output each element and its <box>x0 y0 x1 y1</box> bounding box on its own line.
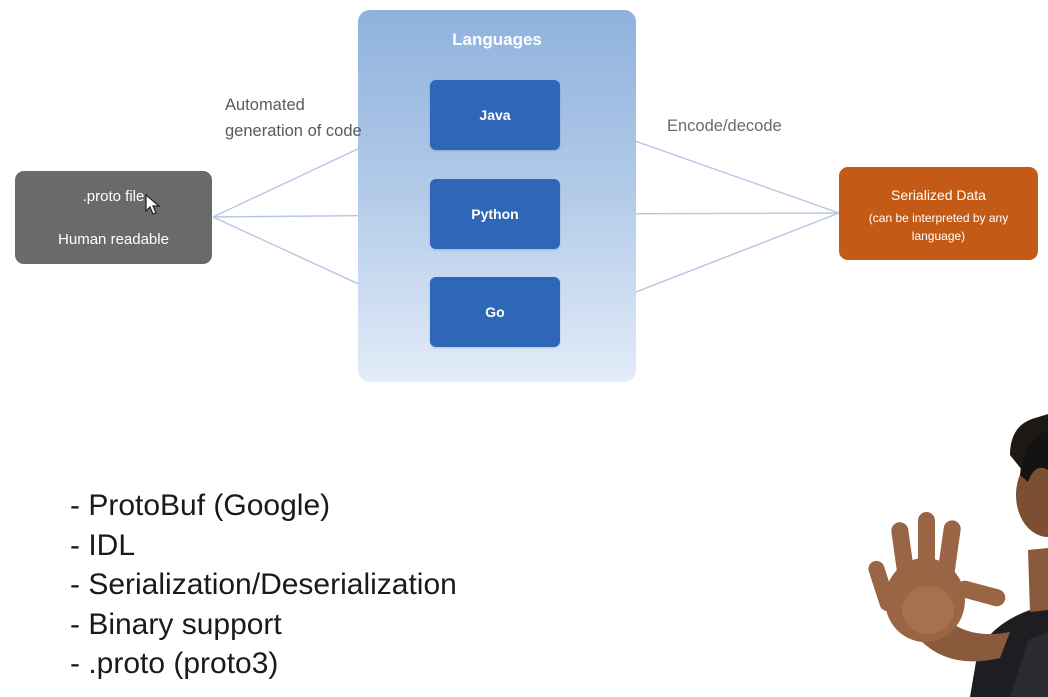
language-box-python: Python <box>430 179 560 249</box>
bullet-list: - ProtoBuf (Google) - IDL - Serializatio… <box>70 486 457 684</box>
language-box-go: Go <box>430 277 560 347</box>
mouse-cursor-icon <box>145 193 161 215</box>
proto-file-box: .proto file Human readable <box>15 171 212 264</box>
presenter-image <box>868 414 1048 697</box>
bullet-item: - ProtoBuf (Google) <box>70 489 331 522</box>
bullet-item: - .proto (proto3) <box>70 647 279 680</box>
proto-file-label: .proto file <box>82 188 145 205</box>
bullet-item: - Serialization/Deserialization <box>70 568 457 601</box>
serialized-data-box: Serialized Data (can be interpreted by a… <box>839 167 1038 260</box>
languages-title: Languages <box>452 30 542 49</box>
bullet-item: - Binary support <box>70 607 282 641</box>
languages-panel: Languages Java Python Go <box>358 10 636 382</box>
bullet-item: - IDL <box>70 528 136 562</box>
automated-generation-label: Automated generation of code <box>225 96 362 140</box>
encode-decode-label: Encode/decode <box>667 117 782 135</box>
human-readable-label: Human readable <box>58 231 169 248</box>
serialized-data-subtitle: (can be interpreted by any language) <box>868 211 1009 243</box>
language-box-java: Java <box>430 80 560 150</box>
serialized-data-title: Serialized Data <box>891 187 986 203</box>
